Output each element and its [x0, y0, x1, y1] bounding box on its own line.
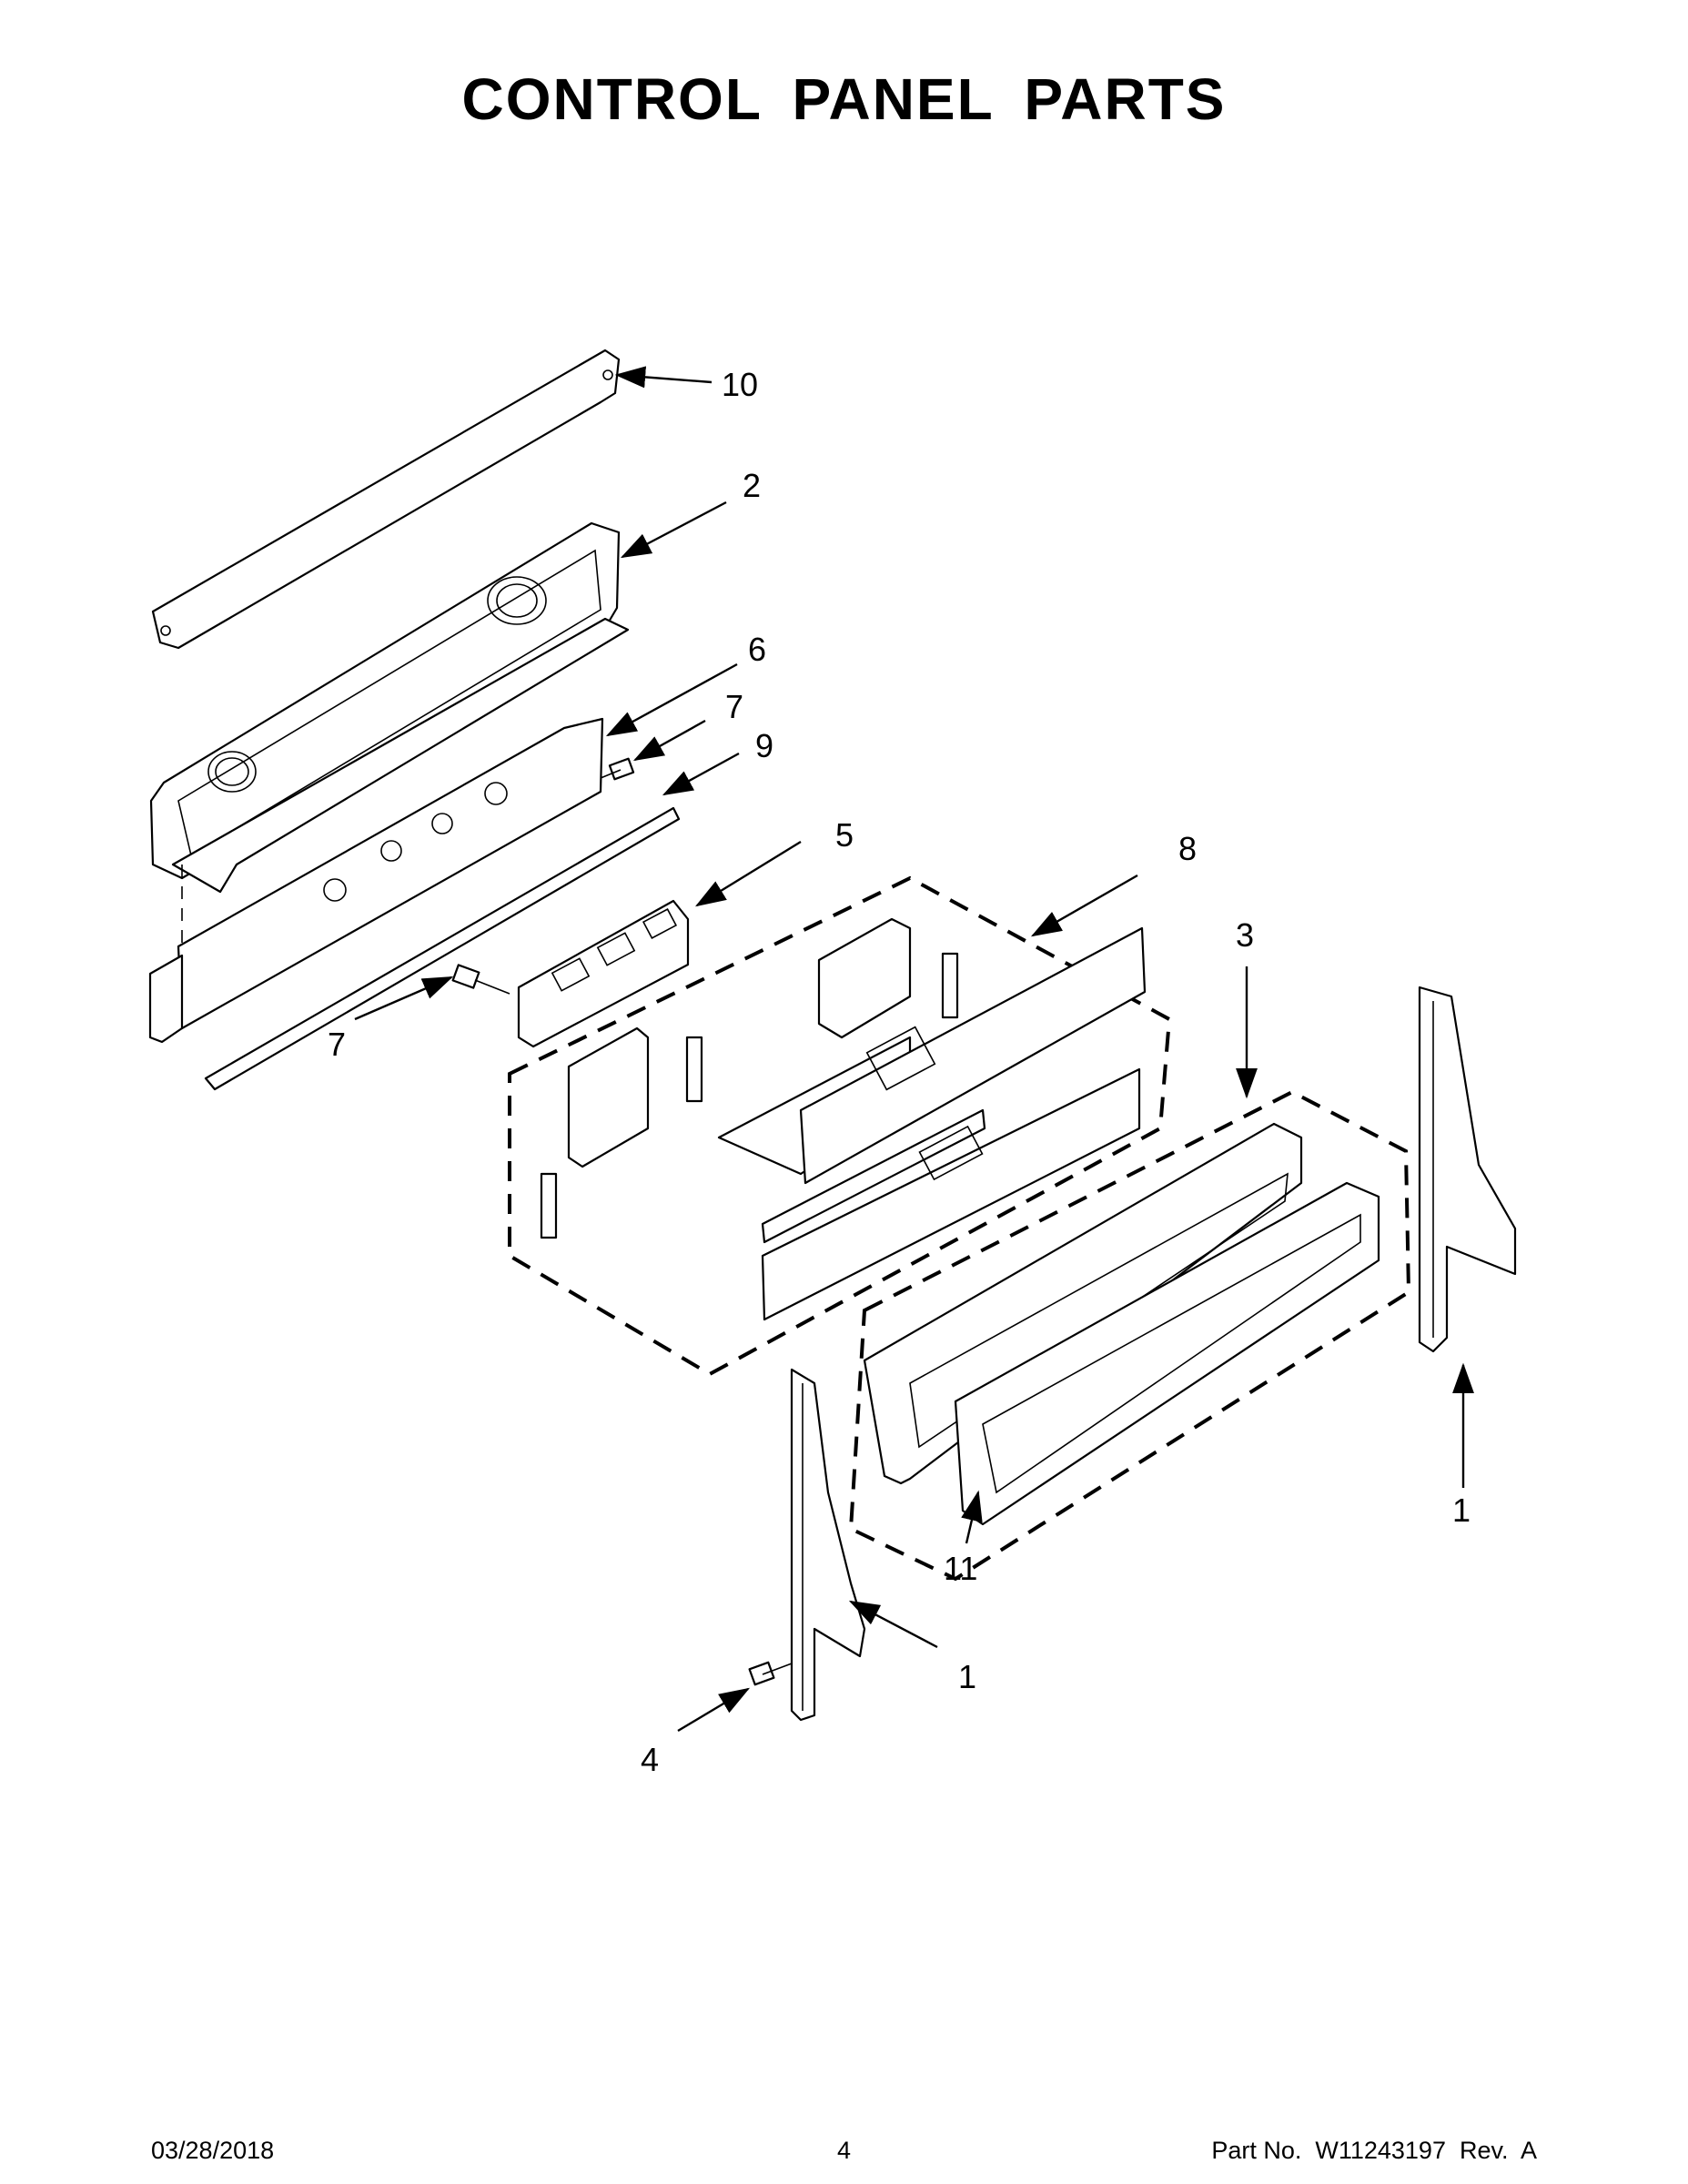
callout-5: 5: [835, 816, 854, 854]
leader-10: [614, 366, 713, 389]
part-1-side-rail-left: [790, 1368, 866, 1722]
callout-8: 8: [1178, 830, 1197, 867]
leader-6: [605, 662, 738, 737]
leader-9: [662, 752, 740, 796]
part-8-dashed-outline: [508, 875, 1172, 1377]
callout-7-upper: 7: [725, 688, 743, 725]
callout-10: 10: [722, 366, 758, 403]
part-10-trim-strip: [151, 349, 621, 650]
leader-4: [677, 1687, 751, 1733]
callout-6: 6: [748, 631, 766, 668]
callout-4: 4: [641, 1741, 659, 1778]
callout-2: 2: [743, 467, 761, 504]
callout-9: 9: [755, 727, 773, 764]
callout-7-lower: 7: [328, 1026, 346, 1063]
leader-7a: [632, 719, 706, 762]
footer-page-number: 4: [836, 2137, 852, 2164]
part-2-console-panel: [149, 521, 621, 880]
page-title: CONTROL PANEL PARTS: [461, 66, 1227, 132]
leader-5: [694, 840, 802, 907]
part-4-screw: [748, 1661, 793, 1686]
part-1-side-rail-right: [1418, 986, 1517, 1353]
part-9-strip: [204, 806, 681, 1091]
leader-8: [1030, 874, 1138, 937]
callout-1-left: 1: [958, 1658, 976, 1695]
part-5-control-board: [517, 899, 690, 1048]
part-7-screw-lower: [451, 964, 510, 995]
footer-part-number: Part No. W11243197 Rev. A: [1211, 2137, 1537, 2164]
leader-2: [620, 500, 727, 559]
part-7-screw-upper: [600, 757, 635, 781]
part-8-assembly: [540, 917, 1147, 1321]
part-6-bracket: [148, 617, 630, 1044]
leader-11: [961, 1490, 983, 1544]
footer-date: 03/28/2018: [151, 2137, 275, 2164]
callout-1-right: 1: [1452, 1491, 1471, 1529]
part-11-frame: [863, 1122, 1380, 1526]
leader-1b: [848, 1600, 938, 1649]
leader-7b: [354, 976, 454, 1021]
callout-11: 11: [944, 1550, 977, 1587]
callout-3: 3: [1236, 916, 1254, 954]
